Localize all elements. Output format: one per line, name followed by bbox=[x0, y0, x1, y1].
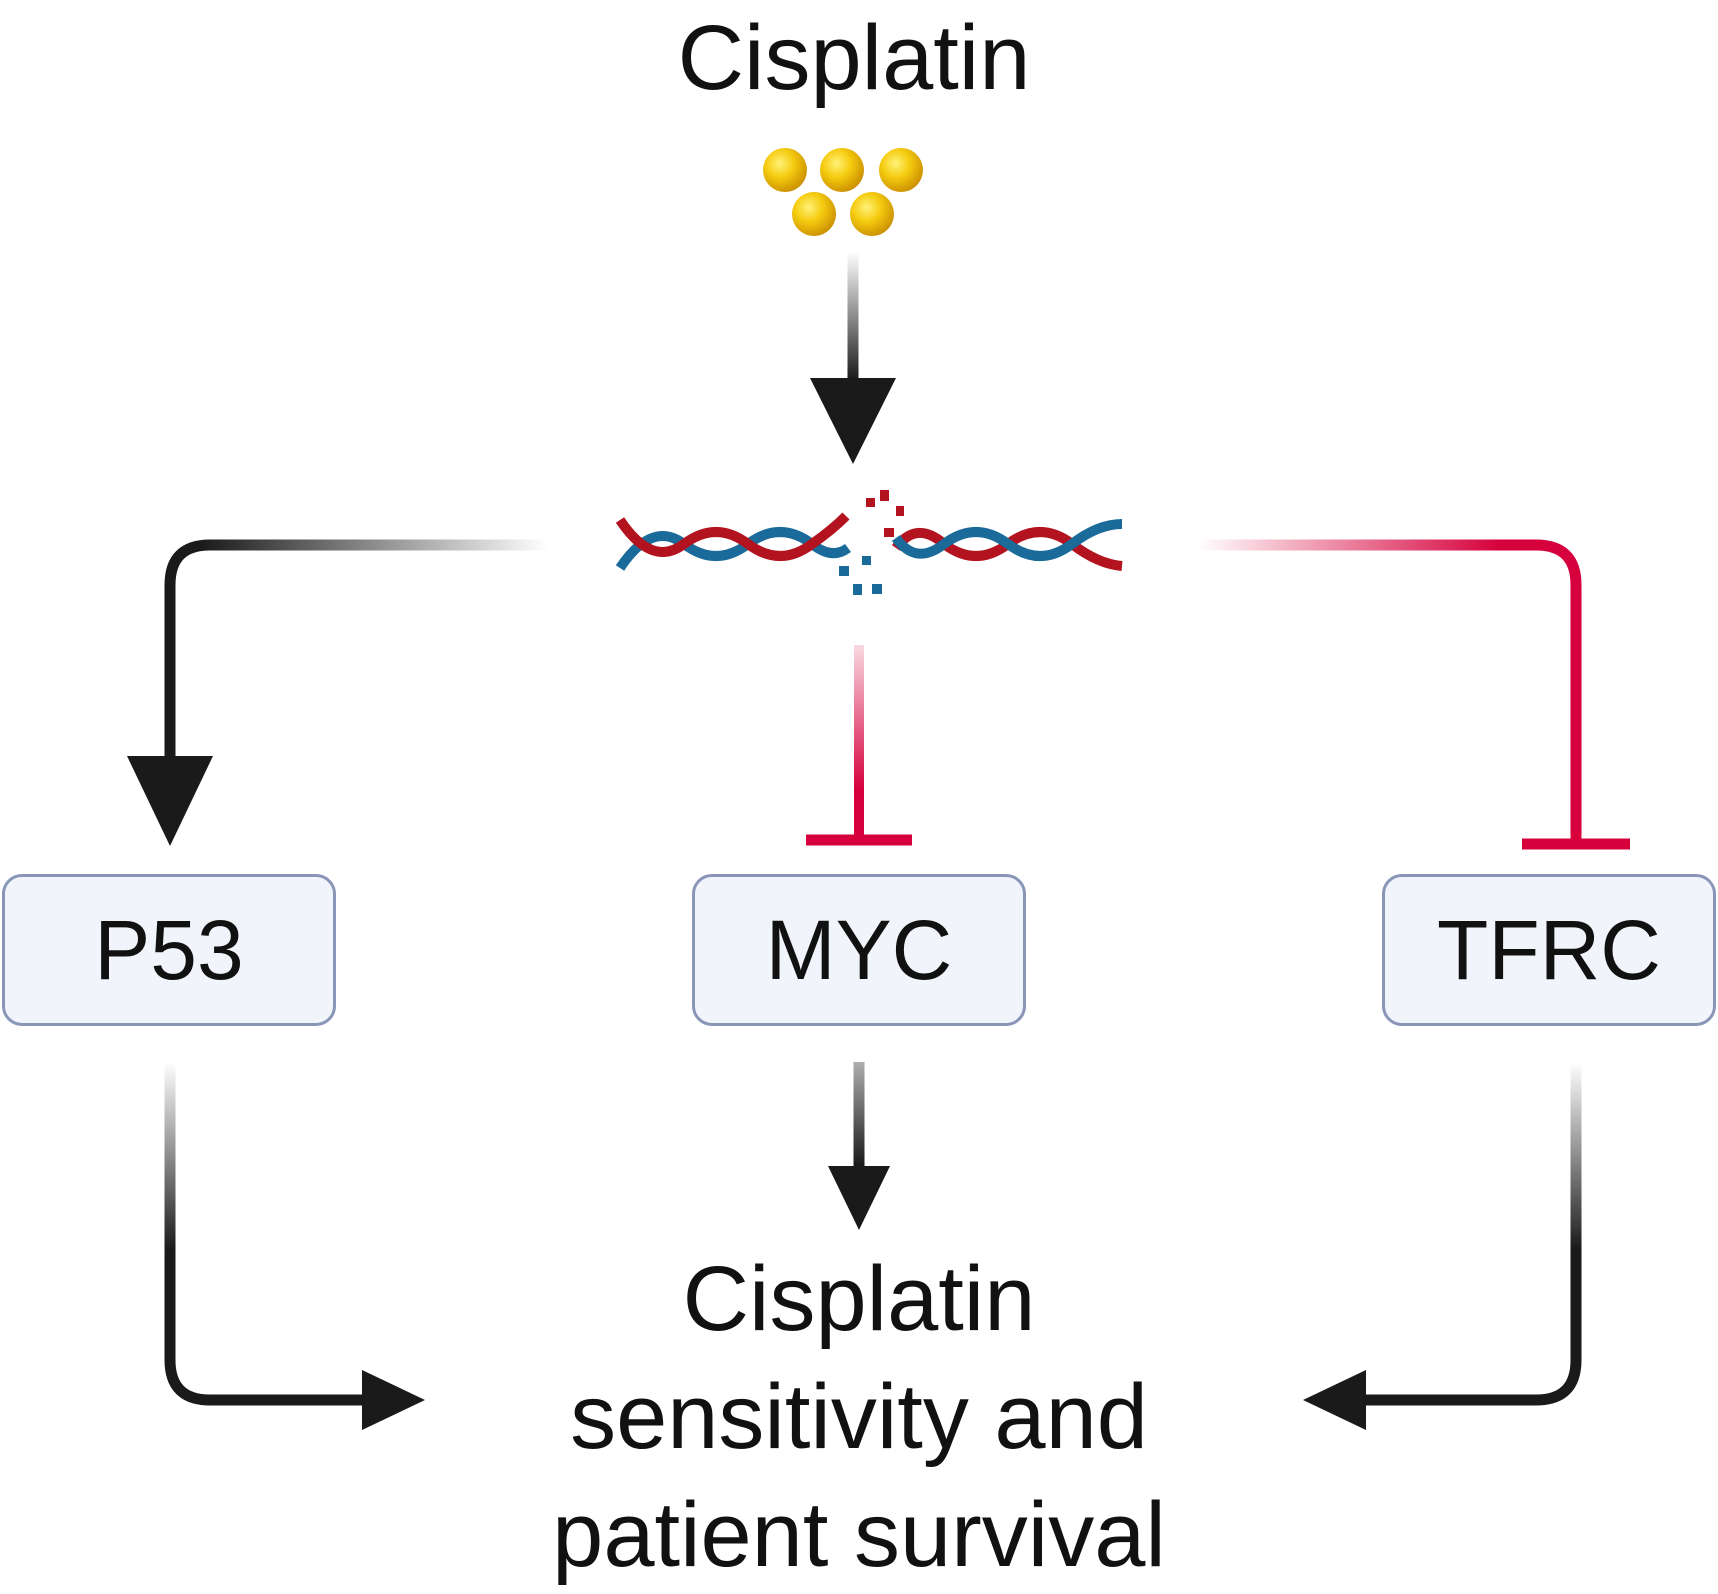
myc-node: MYC bbox=[692, 874, 1026, 1026]
myc-label: MYC bbox=[765, 902, 953, 997]
cisplatin-label: Cisplatin bbox=[677, 7, 1031, 109]
cisplatin-particles-icon bbox=[763, 148, 923, 236]
outcome-line-1: Cisplatin bbox=[682, 1248, 1036, 1350]
arrow-myc-to-outcome bbox=[828, 1062, 890, 1230]
arrow-p53-to-outcome bbox=[164, 1062, 425, 1430]
tfrc-node: TFRC bbox=[1382, 874, 1716, 1026]
tfrc-label: TFRC bbox=[1437, 902, 1661, 997]
p53-label: P53 bbox=[94, 902, 244, 997]
inhibition-dna-to-myc bbox=[806, 645, 912, 846]
damaged-dna-icon bbox=[615, 490, 1123, 595]
outcome-line-2: sensitivity and bbox=[570, 1366, 1148, 1468]
arrow-tfrc-to-outcome bbox=[1303, 1062, 1582, 1430]
arrow-dna-to-p53 bbox=[127, 539, 548, 846]
outcome-label: Cisplatin sensitivity and patient surviv… bbox=[0, 1240, 1718, 1594]
inhibition-dna-to-tfrc bbox=[1198, 539, 1630, 850]
arrow-cisplatin-to-dna bbox=[810, 252, 896, 464]
p53-node: P53 bbox=[2, 874, 336, 1026]
outcome-line-3: patient survival bbox=[552, 1484, 1166, 1586]
